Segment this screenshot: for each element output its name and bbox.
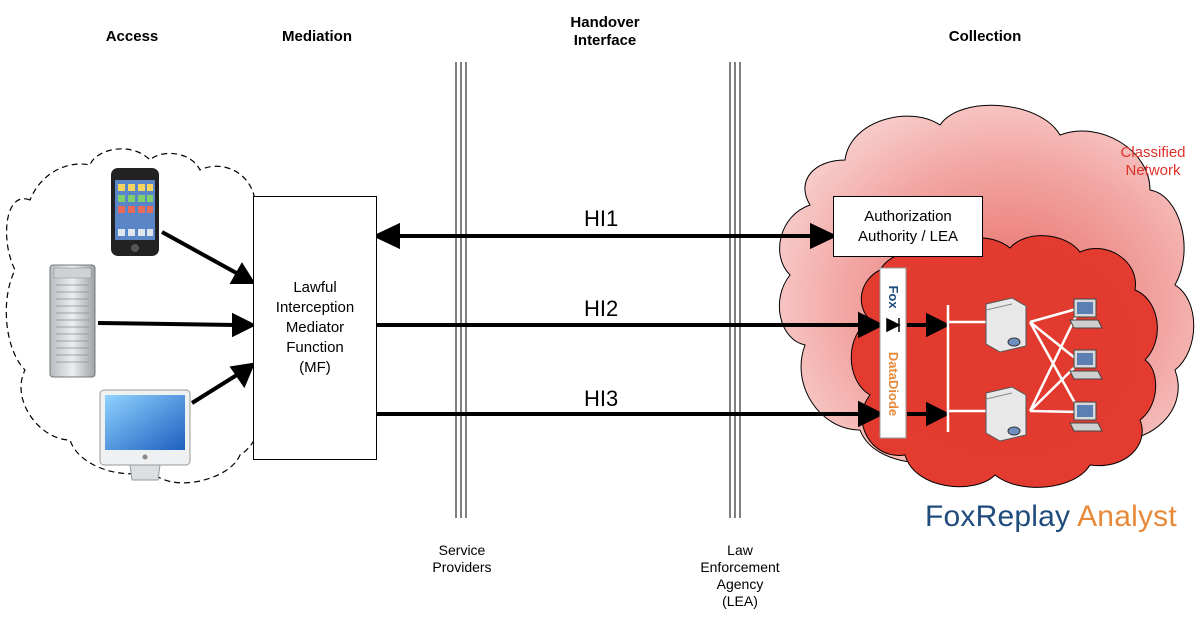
brand-foxreplay: FoxReplay — [925, 500, 1071, 533]
access-network-cloud — [5, 148, 262, 484]
brand-analyst: Analyst — [1077, 500, 1177, 533]
foxreplay-analyst-logo: FoxReplay Analyst — [925, 500, 1177, 534]
internal-network-links — [946, 305, 1082, 432]
hi2-label: HI2 — [584, 296, 619, 321]
smartphone-icon — [111, 168, 159, 256]
workstation-icon — [1069, 349, 1103, 380]
tower-to-mf-arrow — [97, 321, 237, 327]
authorization-authority-box: Authorization Authority / LEA — [833, 196, 983, 257]
header-handover: Handover Interface — [570, 14, 640, 49]
diode-fox-label: Fox — [886, 285, 901, 309]
mediator-function-box: Lawful Interception Mediator Function (M… — [253, 196, 377, 460]
mediator-function-label: Lawful Interception Mediator Function (M… — [275, 279, 355, 376]
hi2-arrow — [377, 311, 885, 339]
server-icon — [985, 386, 1027, 442]
phone-to-mf-arrow — [161, 230, 241, 277]
workstation-icon — [1069, 298, 1103, 329]
server-icon — [985, 297, 1027, 353]
diode-symbol-icon — [886, 317, 901, 333]
header-collection: Collection — [948, 28, 1022, 45]
lea-boundary — [729, 62, 741, 518]
header-access: Access — [105, 28, 159, 45]
desktop-monitor-icon — [99, 389, 191, 481]
hi1-arrow — [372, 222, 838, 250]
service-providers-label: Service Providers — [432, 542, 492, 575]
classified-network-label: Classified Network — [1120, 144, 1186, 179]
service-provider-boundary — [455, 62, 467, 518]
lea-label: Law Enforcement Agency (LEA) — [700, 542, 780, 609]
authorization-authority-label: Authorization Authority / LEA — [857, 207, 959, 245]
workstation-icon — [1069, 401, 1103, 432]
monitor-to-mf-arrow — [190, 371, 242, 405]
header-mediation: Mediation — [282, 28, 352, 45]
tower-server-icon — [49, 264, 96, 378]
hi3-arrow — [377, 400, 885, 428]
hi1-label: HI1 — [584, 206, 619, 231]
hi3-label: HI3 — [584, 386, 619, 411]
data-diode-box — [879, 267, 907, 439]
diode-datadiode-label: DataDiode — [886, 351, 901, 417]
